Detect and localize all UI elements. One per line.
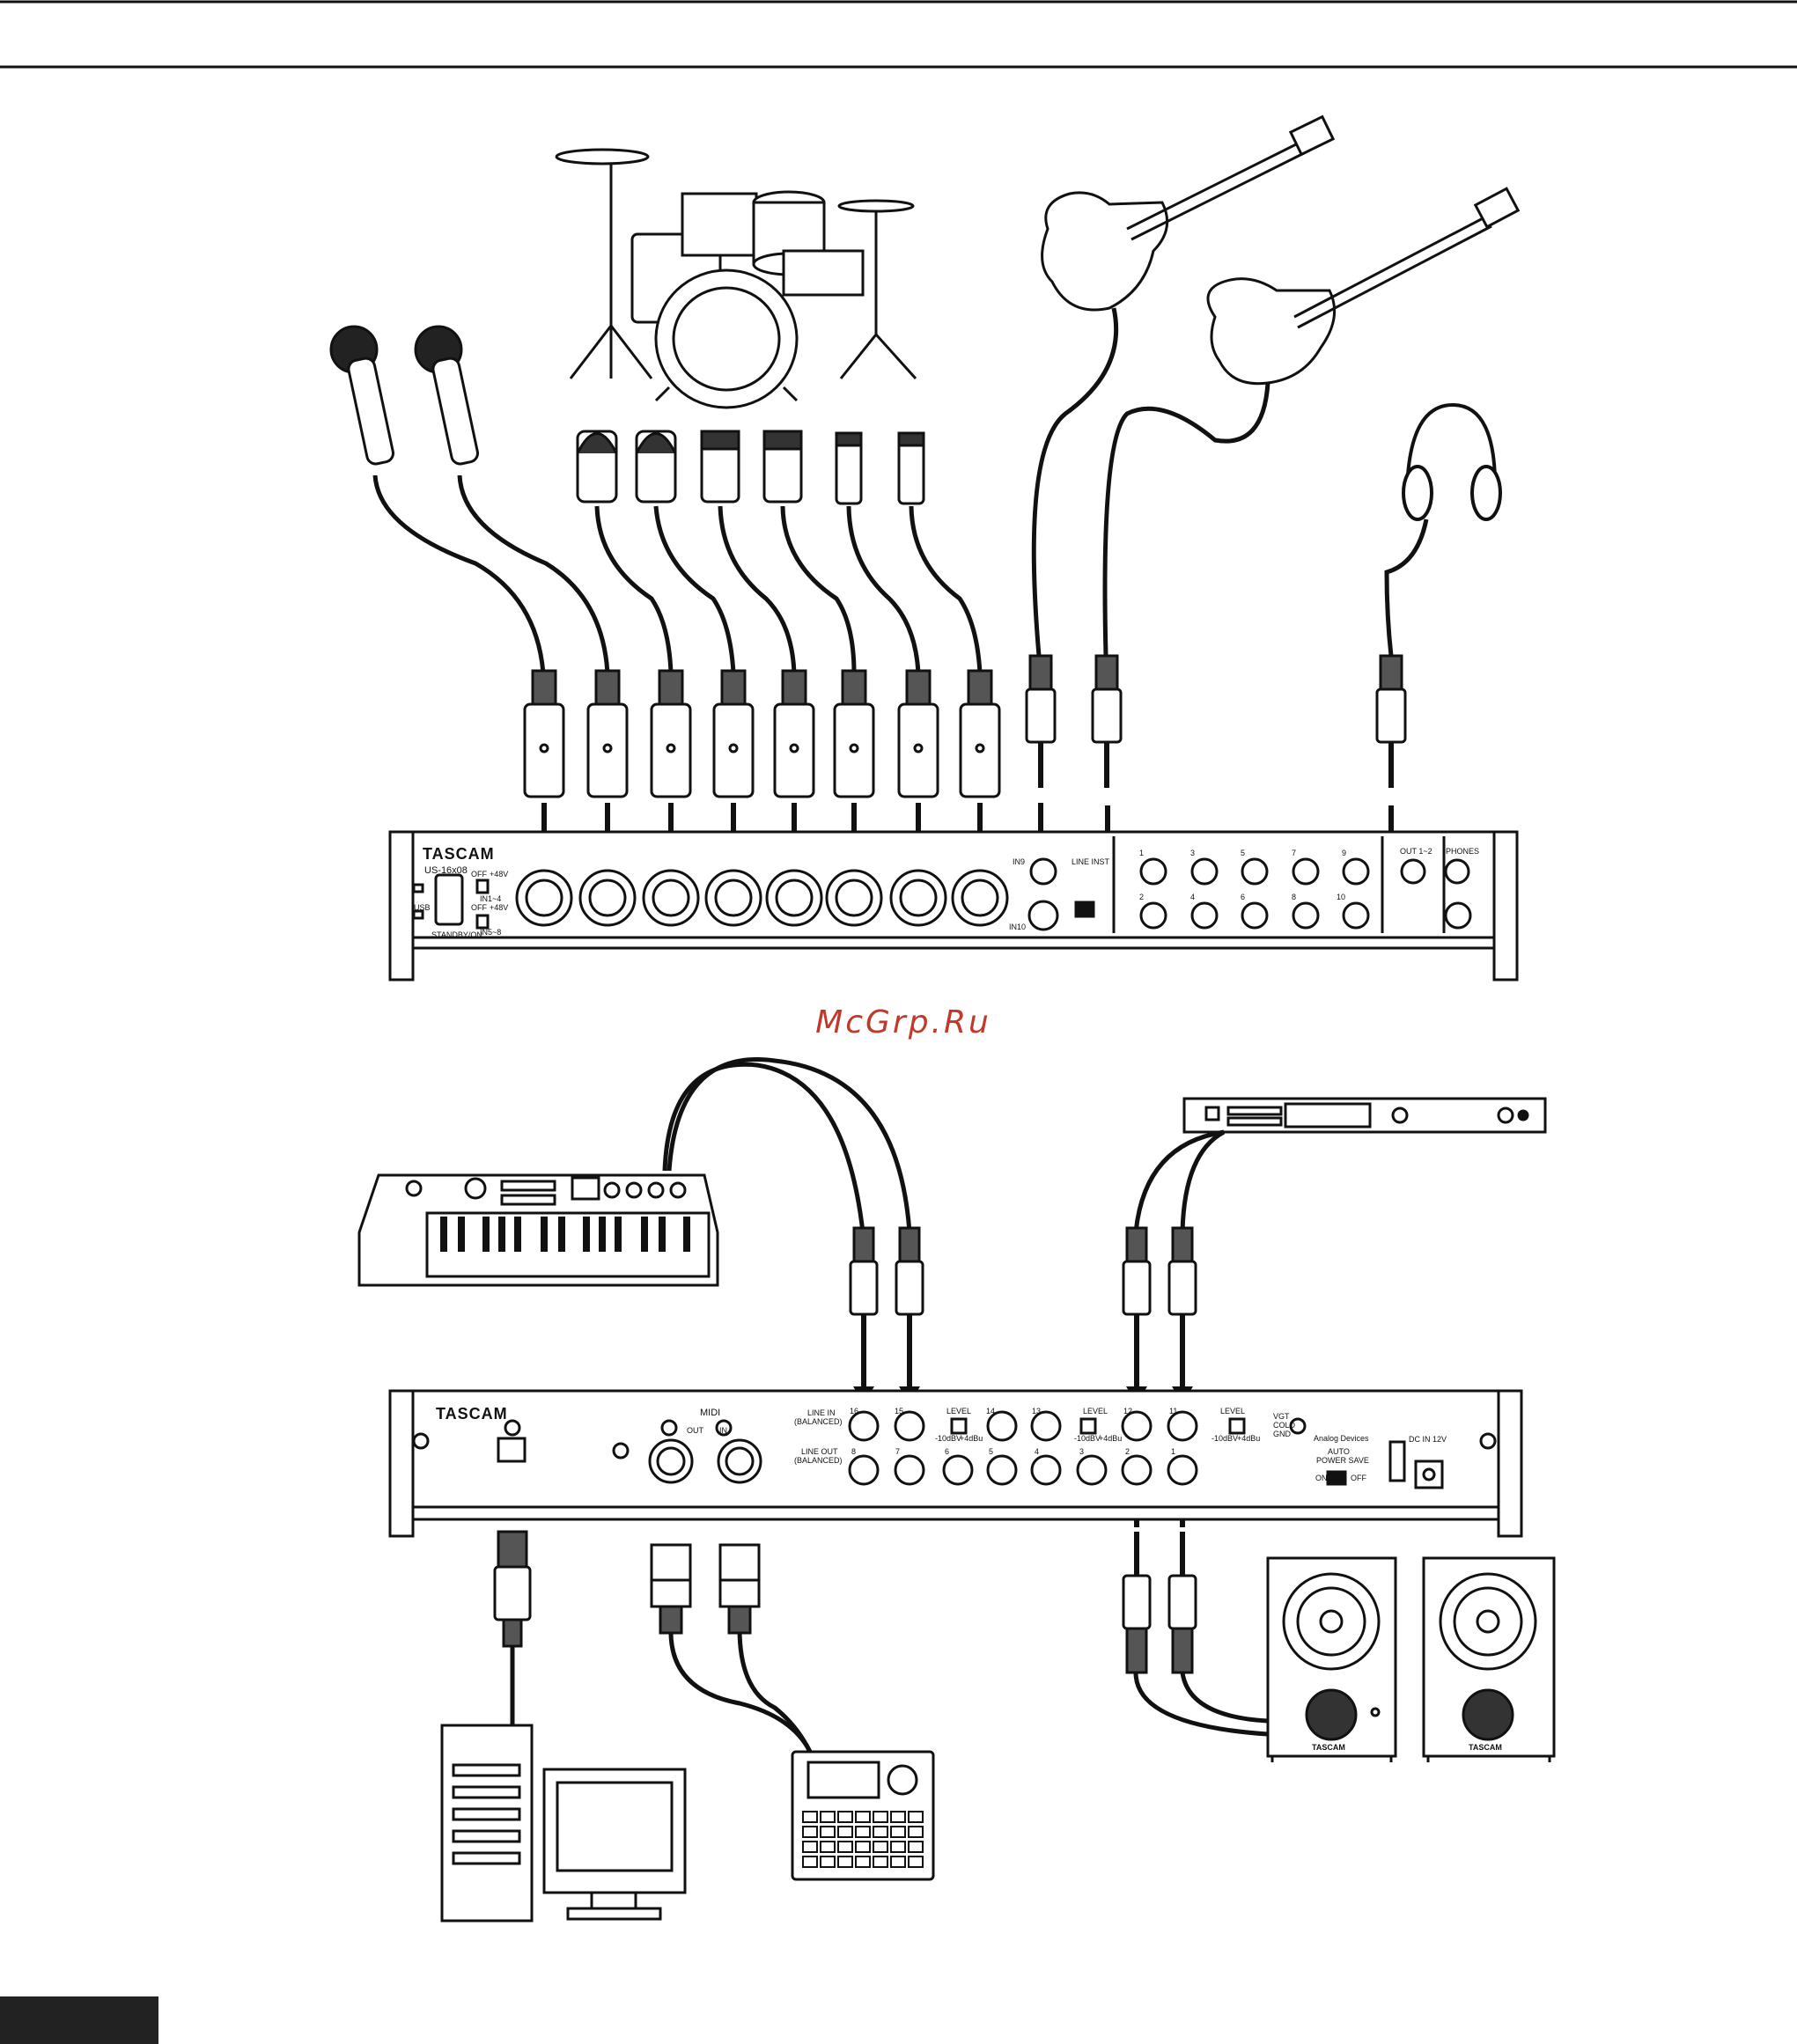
knob-num-7: 7 — [1292, 849, 1296, 857]
midi-in-label: IN — [719, 1426, 727, 1435]
midi-ports[interactable] — [648, 1438, 762, 1484]
page-number-tab — [0, 1996, 158, 2044]
gain-knobs[interactable] — [1139, 857, 1472, 930]
drum-mics — [576, 430, 925, 505]
knob-num-2: 2 — [1139, 893, 1144, 901]
line-in-num-11: 11 — [1169, 1407, 1177, 1415]
on-label: ON — [1315, 1474, 1328, 1482]
level-minus-3: -10dBV — [1212, 1434, 1238, 1443]
line-in-num-14: 14 — [986, 1407, 995, 1415]
knob-num-10: 10 — [1337, 893, 1345, 901]
line-cables — [510, 1057, 1269, 1754]
line-out-num-6: 6 — [945, 1447, 949, 1456]
speaker-right-brand: TASCAM — [1469, 1743, 1502, 1752]
phantom-top-group: IN1~4 — [480, 894, 501, 903]
line-out-num-3: 3 — [1079, 1447, 1084, 1456]
ground-opt-cold: COLD — [1273, 1421, 1296, 1430]
line-out-num-1: 1 — [1171, 1447, 1175, 1456]
keyboard-black-keys — [440, 1217, 690, 1252]
level-label-2: LEVEL — [1083, 1407, 1108, 1415]
phantom-bot-off: OFF — [471, 903, 487, 912]
analog-devices-logo: Analog Devices — [1314, 1434, 1369, 1443]
vocal-mic-icon — [329, 325, 394, 466]
rack-effect-unit-icon — [1182, 1097, 1547, 1134]
line-in-label: LINE IN — [807, 1408, 836, 1417]
monitor-speaker-right-icon — [1422, 1556, 1556, 1762]
knob-num-8: 8 — [1292, 893, 1296, 901]
xlr-connectors — [523, 669, 1001, 798]
level-minus-1: -10dBV — [935, 1434, 961, 1443]
off-label: OFF — [1351, 1474, 1366, 1482]
line-in-num-16: 16 — [850, 1407, 858, 1415]
level-label-1: LEVEL — [946, 1407, 971, 1415]
mic-cables — [372, 307, 1429, 674]
line-in-balanced: (BALANCED) — [794, 1417, 843, 1426]
in9-label: IN9 — [1013, 857, 1025, 866]
power-save-label: POWER SAVE — [1316, 1456, 1369, 1465]
bass-guitar-icon — [1206, 187, 1521, 386]
auto-label: AUTO — [1328, 1447, 1350, 1456]
level-label-3: LEVEL — [1220, 1407, 1245, 1415]
vocal-mic-icon — [414, 325, 479, 466]
phone-jack-plugs — [1025, 654, 1407, 788]
ground-opt-vgt: VGT — [1273, 1412, 1290, 1421]
level-plus-3: +4dBu — [1237, 1434, 1260, 1443]
standby-label: STANDBY/ON — [431, 930, 482, 939]
rear-brand: TASCAM — [436, 1405, 508, 1423]
phantom-bot-group: IN5~8 — [480, 928, 501, 937]
midi-out-label: OUT — [687, 1426, 704, 1435]
usb-label: USB — [414, 903, 431, 912]
knob-num-5: 5 — [1241, 849, 1245, 857]
bottom-jack-plugs — [849, 1226, 1197, 1674]
midi-label: MIDI — [700, 1408, 720, 1418]
line-out-num-5: 5 — [989, 1447, 993, 1456]
line-in-num-15: 15 — [895, 1407, 903, 1415]
headphones-icon — [1402, 402, 1502, 521]
knob-num-3: 3 — [1190, 849, 1195, 857]
computer-icon — [440, 1724, 687, 1923]
speaker-left-brand: TASCAM — [1312, 1743, 1345, 1752]
knob-num-6: 6 — [1241, 893, 1245, 901]
knob-num-4: 4 — [1190, 893, 1195, 901]
line-out-num-4: 4 — [1035, 1447, 1039, 1456]
front-model: US-16x08 — [424, 865, 468, 876]
usb-cable — [493, 1530, 532, 1648]
knob-num-9: 9 — [1342, 849, 1346, 857]
line-out-num-8: 8 — [851, 1447, 856, 1456]
line-out-num-7: 7 — [895, 1447, 900, 1456]
in10-label: IN10 — [1009, 923, 1026, 931]
monitor-speaker-left-icon — [1266, 1556, 1397, 1762]
knob-num-1: 1 — [1139, 849, 1144, 857]
line-out-balanced: (BALANCED) — [794, 1456, 843, 1465]
level-plus-2: +4dBu — [1099, 1434, 1122, 1443]
level-minus-2: -10dBV — [1074, 1434, 1101, 1443]
drum-machine-pads — [802, 1811, 924, 1868]
xlr-input-jacks[interactable] — [515, 857, 1059, 931]
electric-guitar-icon — [1041, 114, 1336, 312]
ground-opt-gnd: GND — [1273, 1430, 1292, 1438]
phones-label: PHONES — [1446, 847, 1479, 856]
dc-in-label: DC IN 12V — [1409, 1435, 1447, 1444]
phantom-top-off: OFF — [471, 870, 487, 879]
line-in-num-12: 12 — [1123, 1407, 1132, 1415]
drum-kit-icon — [555, 148, 917, 409]
level-plus-1: +4dBu — [960, 1434, 983, 1443]
out-label: OUT 1~2 — [1400, 847, 1432, 856]
phantom-top-on: +48V — [490, 870, 508, 879]
midi-plugs — [650, 1543, 761, 1635]
line-inst-label: LINE INST — [1072, 857, 1110, 866]
line-jacks[interactable] — [848, 1410, 1198, 1486]
front-brand: TASCAM — [423, 845, 495, 863]
line-in-num-13: 13 — [1032, 1407, 1041, 1415]
phantom-bot-on: +48V — [490, 903, 508, 912]
line-out-num-2: 2 — [1125, 1447, 1130, 1456]
line-out-label: LINE OUT — [801, 1447, 838, 1456]
watermark: McGrp.Ru — [815, 1004, 991, 1040]
